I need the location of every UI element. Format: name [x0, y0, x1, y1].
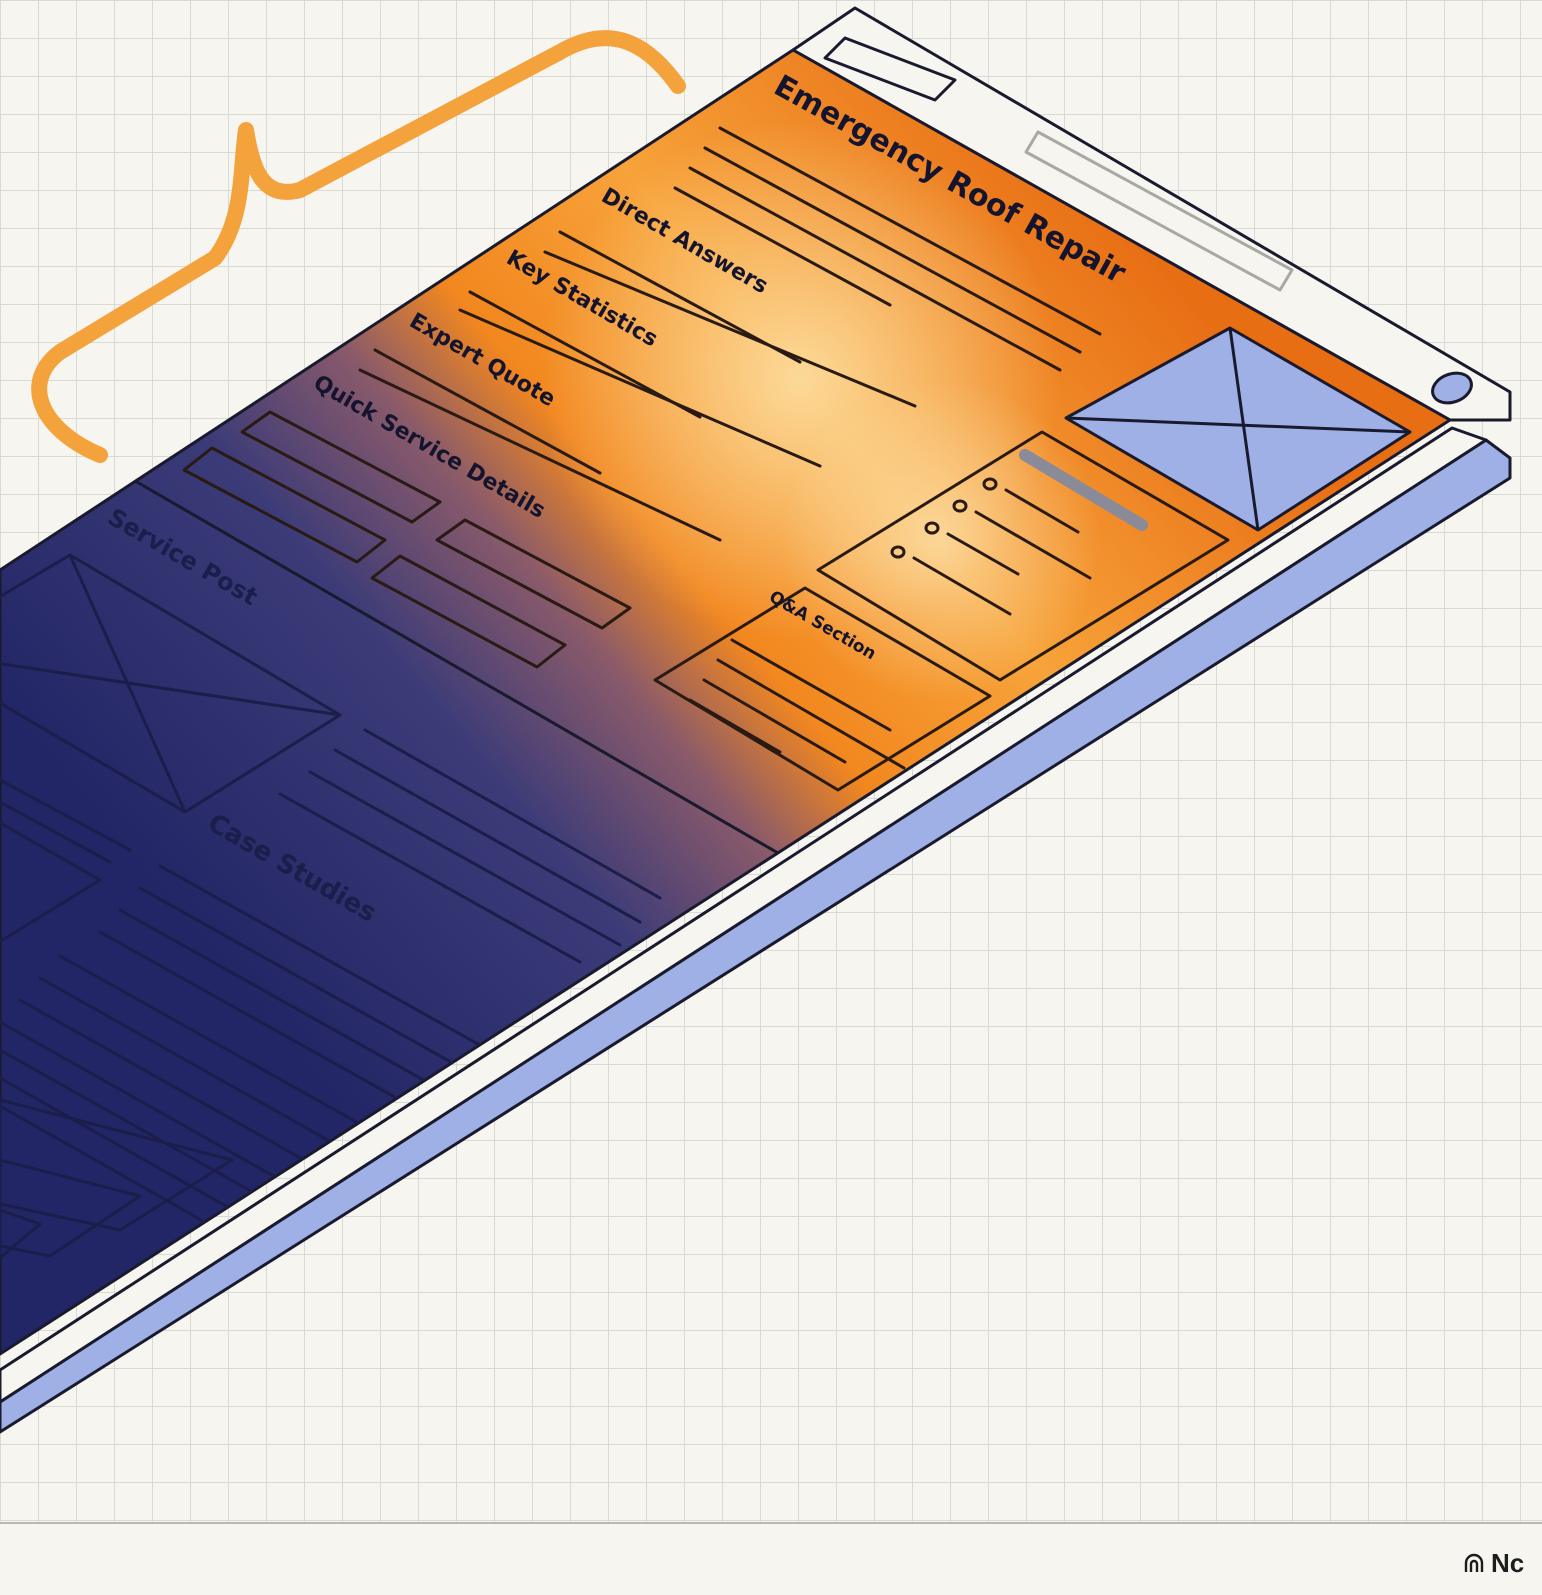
nc-logo-icon [1463, 1552, 1485, 1574]
footer-brand[interactable]: Nc [1463, 1548, 1524, 1578]
brand-label: Nc [1491, 1548, 1524, 1579]
footer-bar [0, 1522, 1542, 1595]
isometric-page-illustration: Emergency Roof Repair Direct Answers Key… [0, 0, 1542, 1522]
